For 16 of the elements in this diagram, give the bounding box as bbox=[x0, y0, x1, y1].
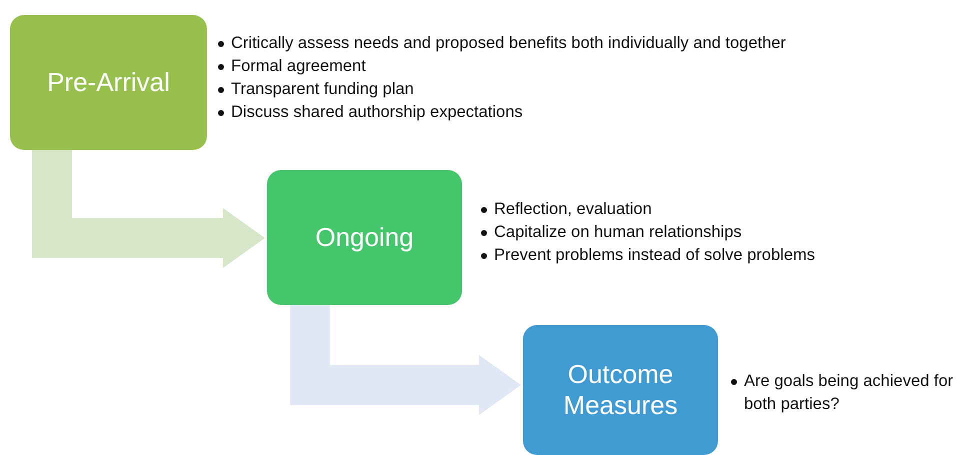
stage-box bbox=[523, 325, 718, 455]
bullet-text: Transparent funding plan bbox=[231, 80, 414, 98]
stage-title: Outcome Measures bbox=[562, 358, 679, 422]
stage-title: Pre-Arrival bbox=[47, 66, 170, 98]
bullet-text: Reflection, evaluation bbox=[494, 200, 652, 218]
bullet-text: Are goals being achieved for both parties? bbox=[744, 372, 954, 414]
stage-box bbox=[10, 15, 207, 150]
bullet-text: Critically assess needs and proposed benefits both individually and together bbox=[231, 34, 786, 52]
stage-box bbox=[267, 170, 462, 305]
bullet-text: Capitalize on human relationships bbox=[494, 223, 742, 242]
bullet-text: Prevent problems instead of solve problems bbox=[494, 246, 815, 264]
bullet-text: Discuss shared authorship expectations bbox=[231, 103, 523, 122]
stage-title: Ongoing bbox=[315, 222, 414, 254]
bent-arrow bbox=[32, 150, 265, 268]
bent-arrow bbox=[290, 305, 521, 415]
bullet-text: Formal agreement bbox=[231, 57, 366, 76]
